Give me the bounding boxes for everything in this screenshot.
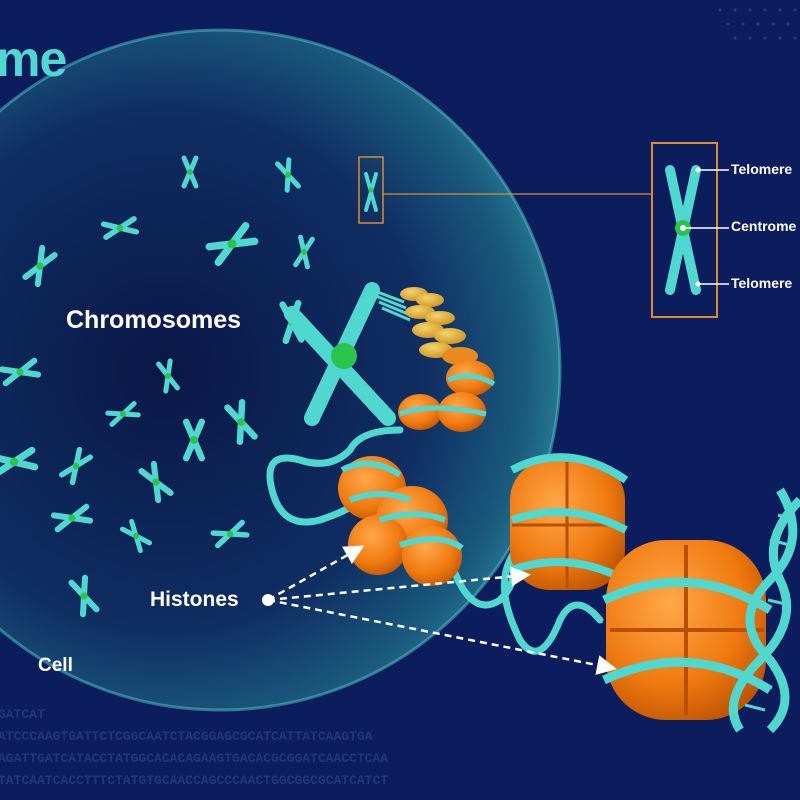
chromosome-callout-source — [358, 156, 652, 224]
dot-pattern — [718, 8, 797, 40]
label-centromere: Centrome — [731, 218, 797, 234]
dna-text-line: GATCAT — [0, 707, 45, 722]
dna-text-line: ATCCCAAGTGATTCTCGGCAATCTACGGAGCGCATCATTA… — [0, 729, 373, 744]
nucleosome — [510, 453, 629, 590]
chromosome-callout — [651, 142, 729, 318]
cell-membrane — [0, 28, 562, 712]
label-cell: Cell — [38, 655, 73, 676]
nucleosome-string — [398, 360, 496, 432]
nucleosome-large — [602, 540, 773, 720]
label-telomere-top: Telomere — [731, 161, 793, 177]
chromatin-coil — [400, 287, 478, 365]
dna-fiber — [266, 426, 604, 655]
large-chromosome — [284, 282, 411, 426]
dna-helix-icon — [728, 487, 800, 734]
label-chromosomes: Chromosomes — [66, 306, 242, 334]
label-telomere-bottom: Telomere — [731, 275, 793, 291]
title-fragment: me — [0, 31, 67, 87]
background-dna-text: GATCAT ATCCCAAGTGATTCTCGGCAATCTACGGAGCGC… — [0, 707, 388, 788]
histone-pointer-arrow — [267, 545, 617, 675]
histone-pointer-dot — [262, 594, 274, 606]
dna-text-line: TATCAATCACCTTTCTATGTGCAACCAGCCCAACTGGCGG… — [0, 773, 388, 788]
dna-text-line: AGATTGATCATACCTATGGCACACAGAAGTGACACGCGGA… — [0, 751, 388, 766]
label-histones: Histones — [150, 588, 239, 611]
